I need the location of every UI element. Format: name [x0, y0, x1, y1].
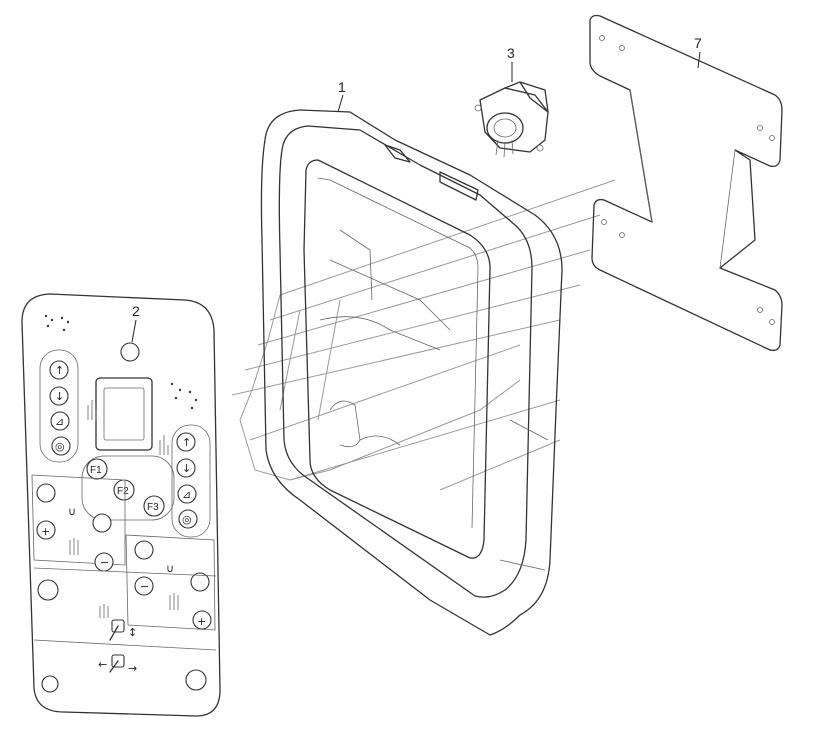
indicator-light-icon	[44, 314, 198, 410]
arrow-down-icon: ↓	[55, 390, 64, 403]
arrow-down-icon: ↓	[182, 462, 191, 475]
callout-bracket: 7	[694, 35, 702, 51]
svg-text:→: →	[128, 662, 137, 675]
callout-connector: 3	[507, 45, 515, 61]
plus-icon: +	[41, 525, 50, 538]
horn-icon: ◎	[55, 440, 65, 453]
minus-icon: −	[100, 556, 109, 569]
control-panel: 2 ↑ ↓ ⊿ ◎ ↑ ↓ ⊿	[21, 293, 221, 717]
horn-icon: ◎	[182, 513, 192, 526]
f3-key-label: F3	[147, 502, 159, 513]
watermark	[231, 179, 616, 491]
svg-text:←: ←	[98, 658, 107, 671]
magnet-icon: ∪	[68, 505, 76, 518]
svg-text:↕: ↕	[128, 626, 137, 639]
f1-key-label: F1	[90, 465, 102, 476]
arrow-up-icon: ↑	[182, 436, 191, 449]
minus-icon: −	[140, 580, 149, 593]
connector: 3	[474, 45, 549, 158]
plus-icon: +	[197, 615, 206, 628]
f2-key-label: F2	[117, 486, 129, 497]
arrow-up-icon: ↑	[55, 364, 64, 377]
lift-icon: ⊿	[55, 415, 64, 428]
mounting-bracket: 7	[589, 14, 783, 352]
callout-frame: 1	[338, 79, 346, 95]
frame-housing: 1	[260, 79, 563, 636]
signal-icon	[87, 400, 169, 455]
lift-icon: ⊿	[182, 488, 191, 501]
magnet-icon: ∪	[166, 562, 174, 575]
callout-panel: 2	[132, 303, 140, 319]
toggle-switch-icon: ↕ ← →	[98, 619, 137, 675]
